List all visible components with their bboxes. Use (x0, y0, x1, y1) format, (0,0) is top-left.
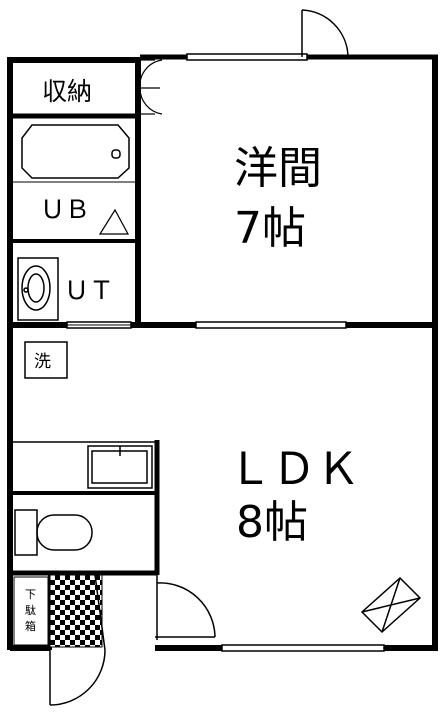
washbasin (17, 257, 59, 321)
entrance-tiles (49, 574, 103, 648)
western-room-name: 洋間 (234, 143, 322, 194)
interior-walls (10, 57, 438, 576)
ub-door (66, 208, 138, 243)
kitchen-counter (12, 441, 157, 489)
ac-unit-icon (360, 576, 422, 634)
storage-label: 収納 (42, 77, 92, 106)
unit-bath-label: ＵＢ (40, 195, 90, 224)
ldk-door (155, 575, 216, 640)
shoe-box-label-2: 駄 (25, 603, 36, 617)
toilet (14, 509, 93, 556)
washing-machine (24, 341, 68, 379)
door-top (301, 9, 349, 57)
shoe-box-label-1: 下 (25, 588, 36, 601)
ldk-room-name: ＬＤＫ (228, 444, 360, 495)
utility-label: ＵＴ (64, 276, 114, 305)
ldk-room-size: 8帖 (236, 497, 308, 548)
washer-label: 洗 (34, 352, 51, 372)
bathtub (21, 124, 130, 179)
shoe-box (13, 576, 49, 646)
entrance-door (49, 574, 106, 706)
shoe-box-label-3: 箱 (25, 619, 36, 633)
western-room-size: 7帖 (234, 203, 306, 254)
windows (66, 53, 385, 652)
outer-walls (7, 54, 438, 651)
storage-doors (139, 59, 163, 115)
